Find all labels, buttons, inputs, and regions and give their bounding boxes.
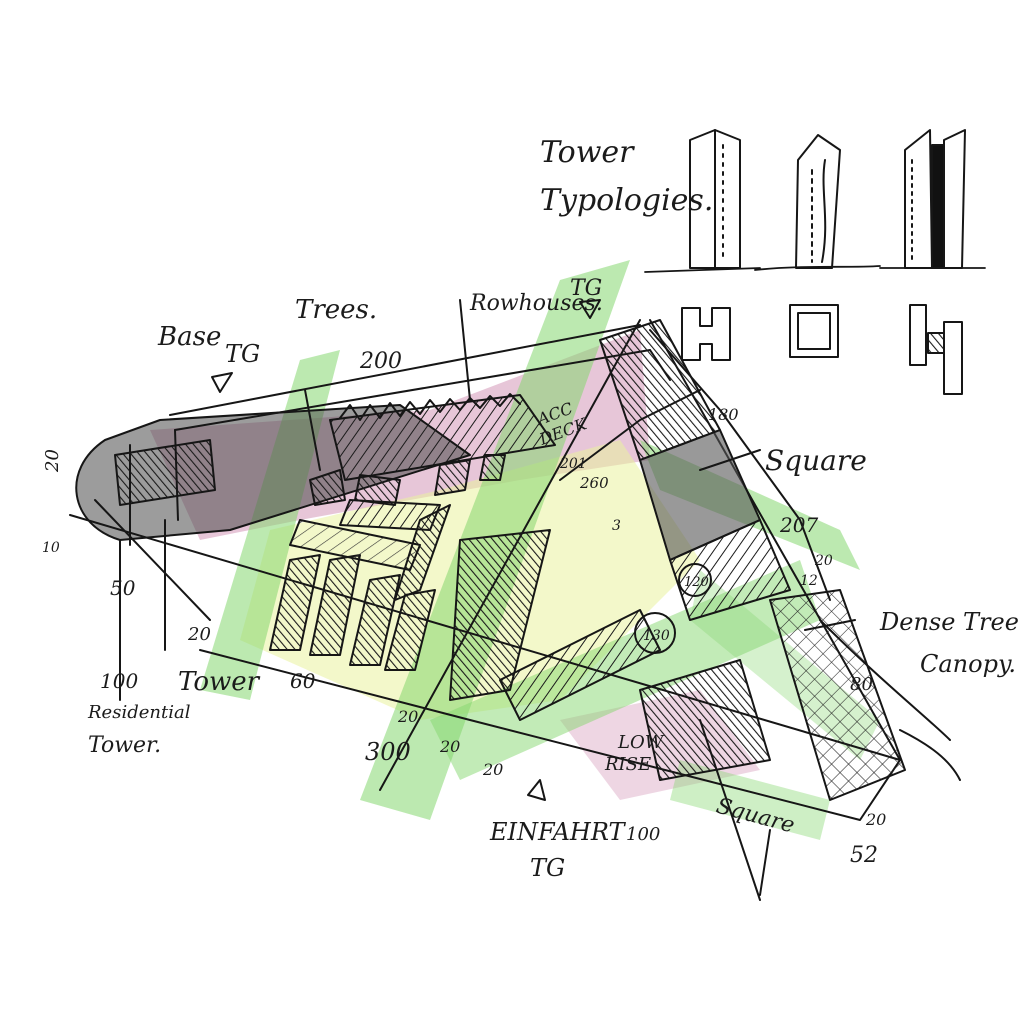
dim-130: 130 [643, 628, 670, 644]
label-tg-top: TG [570, 276, 602, 301]
dim-20-c: 20 [482, 760, 503, 779]
dim-10-left: 10 [42, 540, 60, 556]
dense-canopy-block [769, 589, 906, 801]
green-band-6 [670, 760, 830, 840]
dim-120: 120 [684, 575, 709, 590]
label-einfahrt-1: EINFAHRT [489, 818, 626, 846]
dim-100-left: 100 [100, 669, 138, 693]
label-residential-1: Residential [87, 702, 191, 723]
label-rowhouses: Rowhouses. [469, 291, 603, 316]
tower-elevation-3 [904, 129, 966, 269]
dim-50: 50 [110, 576, 136, 600]
green-band-4 [430, 560, 820, 780]
dim-260: 260 [579, 474, 609, 492]
node-circle-130 [634, 612, 676, 654]
dim-52: 52 [850, 843, 878, 868]
tower-plan-1 [681, 307, 731, 361]
dim-20-b: 20 [439, 737, 460, 756]
tower-elevation-1 [689, 129, 741, 269]
tower-elevation-2 [795, 134, 841, 269]
tower-typologies: Tower Typologies. [540, 129, 986, 395]
dim-20-br: 20 [865, 810, 886, 829]
tg-triangle-base [211, 372, 233, 393]
dim-20-left: 20 [42, 449, 63, 473]
dim-3: 3 [612, 518, 621, 534]
dim-20-under-base: 20 [187, 624, 211, 645]
label-residential-2: Tower. [88, 733, 161, 758]
dim-207: 207 [779, 513, 818, 537]
label-tg-base: TG [225, 340, 260, 368]
dim-100-bottom: 100 [626, 824, 660, 845]
dim-20-a: 20 [397, 707, 418, 726]
dim-200: 200 [359, 349, 402, 374]
tower-typologies-title-1: Tower [540, 135, 635, 170]
dim-20-right: 20 [814, 553, 833, 569]
site-plan [69, 299, 961, 901]
label-dense-tree-2: Canopy. [920, 650, 1016, 678]
dim-180: 180 [708, 405, 739, 424]
node-circle-120 [678, 563, 712, 597]
dim-300: 300 [365, 738, 411, 766]
dim-80: 80 [850, 674, 873, 695]
tower-plan-2 [789, 304, 839, 358]
label-einfahrt-2: TG [530, 854, 565, 882]
label-low-rise-1: LOW [617, 732, 665, 753]
dim-12: 12 [800, 573, 818, 589]
label-trees: Trees. [295, 295, 377, 325]
ground-line [644, 265, 986, 273]
dim-60: 60 [290, 669, 316, 693]
rowhouses-strip [329, 394, 556, 481]
tower-plan-3 [909, 304, 963, 395]
label-dense-tree-1: Dense Tree [879, 608, 1019, 636]
tg-markers [211, 299, 601, 801]
low-rise-block [639, 659, 771, 781]
dim-201: 201 [559, 456, 587, 472]
tg-triangle-top [579, 299, 601, 319]
label-low-rise-2: RISE [604, 754, 651, 775]
label-base: Base [157, 322, 221, 352]
annotations: Base TG Trees. Rowhouses. TG Square Dens… [42, 276, 1019, 882]
label-square-right: Square [765, 444, 867, 477]
label-tower: Tower [178, 667, 261, 697]
tg-triangle-entrance [527, 779, 546, 801]
tower-typologies-title-2: Typologies. [540, 183, 713, 218]
